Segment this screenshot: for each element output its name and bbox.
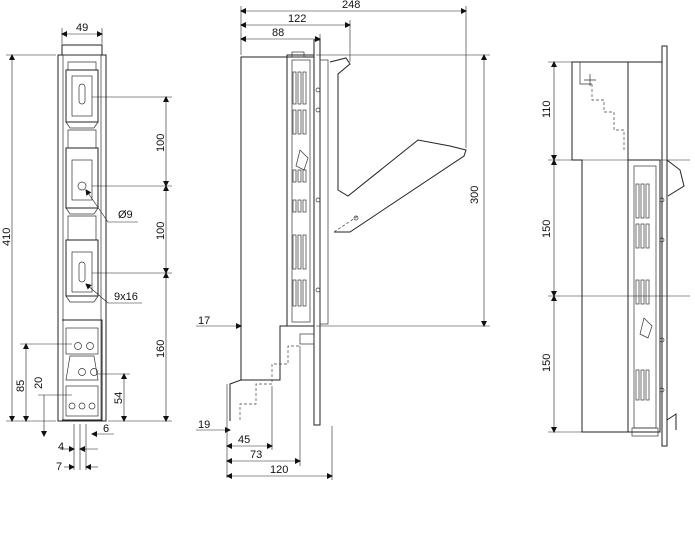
rear-vent-slots bbox=[635, 183, 665, 401]
front-view: 49 410 100 100 160 Ø9 9x16 85 20 bbox=[1, 22, 172, 473]
dim-19: 19 bbox=[198, 419, 210, 431]
front-body-outline bbox=[57, 54, 107, 422]
dim-45: 45 bbox=[238, 434, 250, 446]
dim-4: 4 bbox=[58, 441, 64, 453]
dim-410: 410 bbox=[1, 228, 13, 246]
dim-248: 248 bbox=[342, 0, 360, 11]
dim-122: 122 bbox=[288, 13, 306, 25]
dim-73: 73 bbox=[250, 449, 262, 461]
dim-120: 120 bbox=[270, 464, 288, 476]
dim-88: 88 bbox=[272, 27, 284, 39]
dim-6: 6 bbox=[103, 423, 109, 435]
slot-callout: 9x16 bbox=[114, 291, 138, 303]
side-body-outline bbox=[240, 56, 315, 381]
side-view: 248 122 88 300 17 19 45 73 120 bbox=[196, 0, 490, 480]
dim-20: 20 bbox=[33, 377, 45, 389]
hole-callout: Ø9 bbox=[118, 209, 133, 221]
dim-pitch-top: 100 bbox=[155, 134, 167, 152]
fuse-carrier-1 bbox=[65, 69, 99, 149]
side-handle-open bbox=[329, 57, 467, 233]
dim-7: 7 bbox=[56, 461, 62, 473]
dim-rear-150-upper: 150 bbox=[541, 220, 553, 238]
rear-body-outline bbox=[571, 61, 629, 433]
dim-rear-150-lower: 150 bbox=[541, 354, 553, 372]
dim-300: 300 bbox=[469, 186, 481, 204]
fuse-carrier-2 bbox=[65, 147, 99, 241]
dim-54: 54 bbox=[113, 392, 125, 404]
dim-pitch-mid: 100 bbox=[155, 222, 167, 240]
front-terminal-base bbox=[62, 319, 103, 421]
fuse-carrier-3 bbox=[65, 239, 99, 303]
dim-17: 17 bbox=[198, 315, 210, 327]
dim-rear-110: 110 bbox=[541, 100, 553, 118]
rear-view: 110 150 150 bbox=[541, 45, 690, 447]
dim-49: 49 bbox=[76, 22, 88, 34]
dim-85: 85 bbox=[15, 380, 27, 392]
side-vent-slots bbox=[292, 71, 321, 307]
dim-pitch-low: 160 bbox=[155, 340, 167, 358]
